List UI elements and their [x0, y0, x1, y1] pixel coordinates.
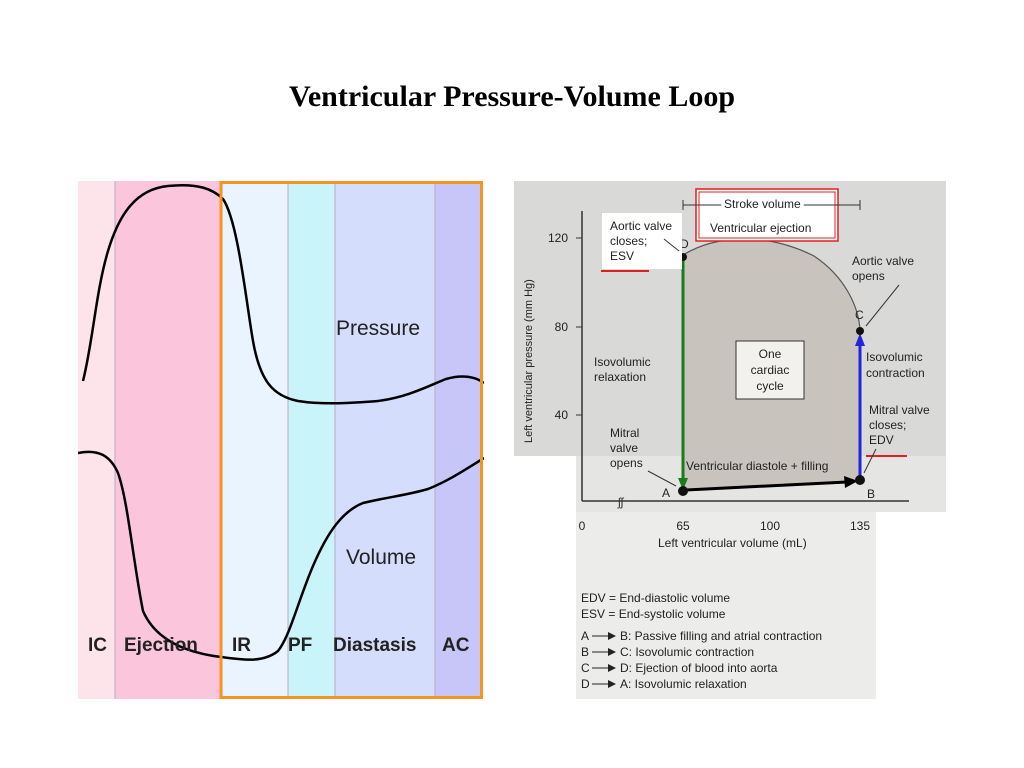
- volume-curve-label: Volume: [346, 546, 416, 569]
- mitral-valve-opens-line: opens: [610, 456, 643, 470]
- point-a-label: A: [662, 486, 670, 500]
- isovolumic-contraction-line: Isovolumic: [866, 350, 923, 364]
- legend-arrowhead: [608, 680, 616, 688]
- phase-band-pf: [288, 181, 335, 699]
- pressure-curve: [81, 184, 484, 405]
- relaxation-filling-highlight: [219, 181, 483, 699]
- phase-band-ejection: [115, 181, 221, 699]
- mitral-valve-opens-annotation: Mitral valve opens: [610, 426, 677, 487]
- aortic-valve-closes-line: closes;: [610, 234, 647, 248]
- legend-esv: ESV = End-systolic volume: [581, 607, 726, 621]
- point-c-label: C: [855, 308, 864, 322]
- phase-band-ir: [221, 181, 288, 699]
- point-b-marker: [855, 475, 865, 485]
- callout-line: [647, 470, 677, 487]
- one-cardiac-cycle-line: cycle: [756, 379, 784, 393]
- aortic-valve-opens-annotation: Aortic valve opens: [852, 254, 914, 327]
- isovolumic-contraction-line: contraction: [866, 366, 925, 380]
- phase-band-diastasis: [335, 181, 435, 699]
- mitral-valve-opens-line: Mitral: [610, 426, 639, 440]
- phase-label-ir: IR: [232, 635, 251, 656]
- callout-line: [663, 238, 680, 252]
- mitral-valve-opens-line: valve: [610, 441, 638, 455]
- stroke-volume-highlight: [695, 188, 839, 242]
- isovolumic-relaxation-line: relaxation: [594, 370, 646, 384]
- volume-curve: [78, 450, 484, 661]
- phase-label-ejection: Ejection: [124, 635, 198, 656]
- arrowhead-a-to-b: [844, 476, 858, 488]
- point-c-marker: [856, 327, 864, 335]
- isovolumic-contraction-annotation: Isovolumic contraction: [866, 350, 925, 380]
- ejection-curve: [682, 238, 861, 332]
- y-tick-label: 40: [555, 408, 569, 422]
- legend-d-to-a: A: Isovolumic relaxation: [620, 677, 747, 691]
- point-b-label: B: [867, 487, 875, 501]
- aortic-valve-closes-line: ESV: [610, 249, 634, 263]
- pressure-curve-label: Pressure: [336, 317, 420, 340]
- x-axis-label: Left ventricular volume (mL): [658, 536, 807, 550]
- y-axis-label: Left ventricular pressure (mm Hg): [523, 279, 535, 443]
- slide-title: Ventricular Pressure-Volume Loop: [288, 80, 736, 113]
- legend-from-b: B: [581, 645, 589, 659]
- legend: EDV = End-diastolic volume ESV = End-sys…: [581, 591, 822, 691]
- legend-from-d: D: [581, 677, 590, 691]
- arrow-a-to-b: [685, 480, 848, 492]
- legend-arrowhead: [608, 632, 616, 640]
- cardiac-cycle-waveform-figure: Pressure Volume IC Ejection IR PF Diasta…: [78, 181, 484, 699]
- legend-a-to-b: B: Passive filling and atrial contractio…: [620, 629, 822, 643]
- callout-line: [865, 284, 900, 327]
- mitral-valve-closes-line: EDV: [869, 433, 894, 447]
- arrowhead-c-to-d: [855, 333, 865, 346]
- y-tick-label: 120: [548, 231, 568, 245]
- x-tick-label: 0: [579, 519, 586, 533]
- legend-b-to-c: C: Isovolumic contraction: [620, 645, 754, 659]
- mitral-valve-closes-annotation: Mitral valve closes; EDV: [863, 403, 930, 474]
- x-tick-label: 135: [850, 519, 870, 533]
- legend-edv: EDV = End-diastolic volume: [581, 591, 730, 605]
- mitral-valve-closes-line: closes;: [869, 418, 906, 432]
- one-cardiac-cycle-line: cardiac: [751, 363, 790, 377]
- aortic-valve-closes-annotation: Aortic valve closes; ESV: [601, 213, 682, 272]
- isovolumic-relaxation-annotation: Isovolumic relaxation: [594, 355, 651, 384]
- aortic-valve-opens-line: Aortic valve: [852, 254, 914, 268]
- legend-from-a: A: [581, 629, 589, 643]
- one-cardiac-cycle-line: One: [759, 347, 782, 361]
- axis-break: ʃʃ: [617, 495, 625, 509]
- phase-band-ic: [78, 181, 115, 699]
- phase-label-diastasis: Diastasis: [333, 635, 416, 656]
- legend-from-c: C: [581, 661, 590, 675]
- aortic-valve-opens-line: opens: [852, 269, 885, 283]
- legend-arrowhead: [608, 648, 616, 656]
- aortic-valve-closes-line: Aortic valve: [610, 219, 672, 233]
- stroke-volume-label: Stroke volume: [724, 197, 801, 211]
- phase-label-pf: PF: [288, 635, 312, 656]
- x-tick-label: 100: [760, 519, 780, 533]
- y-tick-label: 80: [555, 320, 569, 334]
- callout-line: [863, 448, 877, 474]
- phase-label-ac: AC: [442, 635, 470, 656]
- phase-label-ic: IC: [88, 635, 107, 656]
- isovolumic-relaxation-line: Isovolumic: [594, 355, 651, 369]
- pressure-volume-loop-figure: ʃʃ Left ventricular pressure (mm Hg) 120…: [514, 181, 946, 699]
- ventricular-ejection-label: Ventricular ejection: [710, 221, 811, 235]
- mitral-valve-closes-line: Mitral valve: [869, 403, 930, 417]
- arrowhead-d-to-a: [678, 478, 688, 490]
- legend-arrowhead: [608, 664, 616, 672]
- legend-c-to-d: D: Ejection of blood into aorta: [620, 661, 778, 675]
- diastole-filling-label: Ventricular diastole + filling: [686, 459, 828, 473]
- phase-band-ac: [435, 181, 481, 699]
- stroke-volume-highlight-inner: [698, 191, 836, 239]
- one-cardiac-cycle-box: One cardiac cycle: [735, 340, 805, 400]
- point-d-label: D: [680, 237, 689, 251]
- point-a-marker: [678, 486, 688, 496]
- x-tick-label: 65: [676, 519, 690, 533]
